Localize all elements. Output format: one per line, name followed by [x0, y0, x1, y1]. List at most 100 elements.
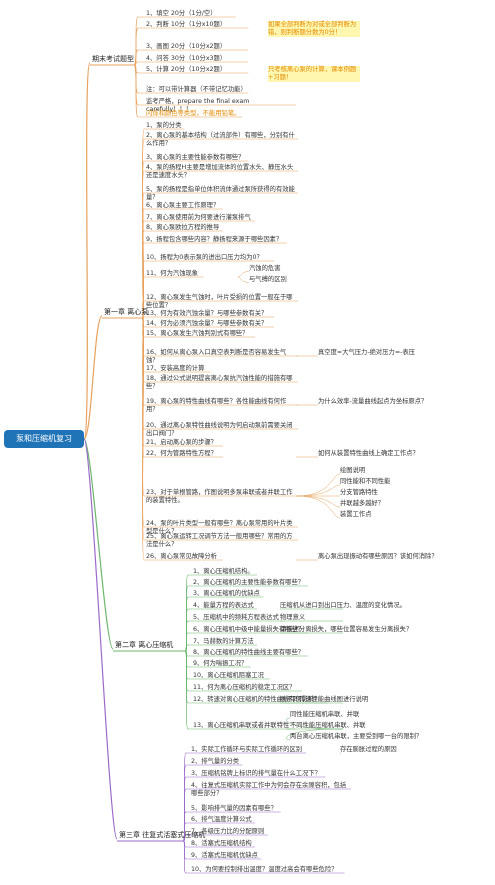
branch-2-item-23-sub-5[interactable]: 装置工作点: [340, 511, 372, 518]
branch-1-item-5-note[interactable]: 只考核离心泵的计算，课本例题+习题！: [268, 66, 360, 82]
branch-2-item-11-sub-2[interactable]: 与气缚的区别: [249, 275, 287, 283]
branch-4-item-5[interactable]: 5、影响排气量的因素有哪些？: [191, 805, 277, 812]
branch-2-item-9[interactable]: 9、扬程包含哪些内容？静扬程来源于哪些因素？: [146, 236, 283, 243]
connector-line: [83, 315, 103, 440]
branch-exam-format[interactable]: 期末考试题型: [92, 55, 134, 63]
branch-1-item-6[interactable]: 注：可以带计算器（不带记忆功能）: [146, 86, 247, 93]
branch-1-item-5[interactable]: 5、计算 20分（10分x2题）: [146, 66, 227, 73]
branch-2-item-5[interactable]: 5、泵的扬程是指单位体积流体通过泵所获得的有效能量？: [146, 186, 295, 201]
branch-2-item-14[interactable]: 14、何为必须汽蚀余量？与哪些参数有关？: [146, 320, 268, 327]
branch-3-item-10[interactable]: 10、离心压缩机阻塞工况: [193, 672, 264, 679]
branch-2-item-23-sub-2[interactable]: 同性能和不同性能: [340, 478, 391, 485]
branch-1-item-2-note[interactable]: 如果全部判断为对或全部判断为错，则判断题分数为0分！: [268, 21, 360, 37]
connector-line: [182, 822, 187, 842]
branch-2-item-8[interactable]: 8、离心泵欧拉方程的推导: [146, 224, 220, 231]
branch-3-item-12[interactable]: 12、转速对离心压缩机的特性曲线有何影响？: [193, 696, 321, 703]
connector-line: [295, 484, 341, 497]
branch-2-item-23-sub-1[interactable]: 绘图说明: [340, 467, 366, 474]
connector-line: [237, 271, 250, 278]
connector-line: [182, 840, 187, 874]
branch-1-item-2[interactable]: 2、判断 10分（1分x10题）: [146, 21, 227, 28]
branch-3-item-12-detail[interactable]: 画不同转速性能曲线图进行说明: [280, 696, 369, 703]
branch-2-item-12[interactable]: 12、离心泵发生气蚀时，叶片受损的位置一般在于哪些位置？: [146, 294, 293, 309]
branch-3-item-6[interactable]: 6、离心压缩机中级中能量损失有哪些？: [193, 626, 305, 633]
connector-line: [133, 27, 139, 66]
branch-3-item-3[interactable]: 3、离心压缩机的优缺点: [193, 590, 260, 597]
branch-2-item-23[interactable]: 23、对于单根管路，作图说明多泵串联或者并联工作的装置特性。: [146, 489, 293, 504]
branch-4-item-7[interactable]: 7、各级压力比的分配原则: [191, 828, 265, 835]
branch-2-item-24[interactable]: 24、泵的叶片类型一般有哪些？离心泵常用的叶片类型是什么？: [146, 520, 293, 535]
branch-1-item-8[interactable]: 闪烁和颜色等类型，不能用铅笔。: [146, 110, 241, 117]
branch-4-item-1-detail[interactable]: 存在膨胀过程的原因: [340, 746, 397, 753]
branch-2-item-4[interactable]: 4、泵的扬程H主要是增加流体的位置水头、静压水头还是速度水头？: [146, 164, 294, 179]
branch-3-item-13[interactable]: 13、离心压缩机串联或者并联特性: [193, 722, 290, 729]
branch-ch2-centrifugal-compressor[interactable]: 第二章 离心压缩机: [115, 641, 174, 649]
branch-4-item-1[interactable]: 1、实际工作循环与实际工作循环的区别: [191, 746, 303, 753]
branch-2-item-17[interactable]: 17、安装高度的计算: [146, 365, 205, 372]
branch-1-item-3[interactable]: 3、画图 20分（10分x2题）: [146, 43, 227, 50]
branch-2-item-10[interactable]: 10、扬程为0表示泵的进出口压力均为0？: [146, 254, 263, 261]
branch-2-item-18[interactable]: 18、通过公式说明提高离心泵抗汽蚀性能的措施有哪些？: [146, 375, 293, 390]
branch-3-item-1[interactable]: 1、离心压缩机结构。: [193, 568, 254, 575]
branch-2-item-22[interactable]: 22、何为管路特性方程？: [146, 450, 217, 457]
branch-4-item-2[interactable]: 2、排气量的分类: [191, 758, 240, 765]
connector-line: [286, 728, 344, 741]
branch-2-item-11-sub-1[interactable]: 汽蚀的危害: [249, 264, 281, 272]
branch-2-item-16[interactable]: 16、如何从离心泵入口真空表判断是否容易发生气蚀？: [146, 349, 287, 364]
connector-line: [83, 438, 118, 840]
connector-line: [83, 438, 114, 650]
branch-4-item-10[interactable]: 10、为何要控制排出温度？温度过高会有哪些危险？: [191, 866, 338, 873]
branch-2-item-23-sub-4[interactable]: 并联越多越好？: [340, 500, 385, 507]
branch-3-item-6-detail[interactable]: 请描述分离损失，哪些位置容易发生分离损失？: [280, 626, 413, 633]
connector-line: [286, 717, 344, 730]
branch-2-item-19-detail[interactable]: 为什么效率-流量曲线起点为坐标原点？: [318, 398, 428, 405]
branch-ch3-reciprocating-compressor[interactable]: 第三章 往复式活塞式压缩机: [119, 831, 206, 839]
branch-2-item-25[interactable]: 25、离心泵运转工况调节方法一般用哪些？常用的方法是什么？: [146, 533, 293, 548]
branch-3-item-8[interactable]: 8、离心压缩机的特性曲线主要有哪些？: [193, 649, 305, 656]
branch-4-item-4[interactable]: 4、往复式压缩机实际工作中为何会存在余隙容积，包括哪些部分？: [191, 782, 347, 797]
branch-1-item-7[interactable]: 监考严格，prepare the final exam carefully！！！: [146, 98, 250, 113]
connector-line: [83, 62, 91, 440]
branch-3-item-4-detail[interactable]: 压缩机从进口到出口压力、温度的变化情况。: [280, 602, 406, 609]
branch-2-item-26[interactable]: 26、离心泵常见故障分析: [146, 553, 217, 560]
branch-3-item-13-sub-1[interactable]: 同性能压缩机串联、并联: [290, 711, 360, 718]
branch-2-item-20[interactable]: 20、通过离心泵特性曲线说明为何启动泵前需要关闭出口阀门？: [146, 422, 293, 437]
connector-line: [133, 64, 139, 118]
branch-2-item-11[interactable]: 11、何为汽蚀现象: [146, 270, 199, 277]
connector-line: [237, 276, 250, 283]
branch-3-item-4[interactable]: 4、能量方程的表达式: [193, 602, 254, 609]
branch-2-item-22-detail[interactable]: 如何从装置特性曲线上确定工作点？: [318, 450, 419, 457]
connector-line: [184, 632, 189, 652]
connector-line: [295, 473, 341, 497]
branch-3-item-7[interactable]: 7、马赫数的计算方法: [193, 638, 254, 645]
branch-2-item-1[interactable]: 1、泵的分类: [146, 122, 182, 129]
branch-3-item-5[interactable]: 5、压缩机中的频耗方程表达式: [193, 614, 279, 621]
branch-3-item-2[interactable]: 2、离心压缩机的主要性能参数有哪些？: [193, 579, 305, 586]
branch-4-item-6[interactable]: 6、排气温度计算公式: [191, 816, 252, 823]
branch-1-item-1[interactable]: 1、填空 20分（1分/空）: [146, 10, 217, 17]
branch-3-item-5-detail[interactable]: 物理意义: [280, 614, 306, 621]
branch-2-item-15[interactable]: 15、离心泵发生汽蚀判别式有哪些？: [146, 330, 249, 337]
branch-2-item-19[interactable]: 19、离心泵的特性曲线有哪些？各性能曲线有何作用？: [146, 398, 287, 413]
branch-3-item-9[interactable]: 9、何为喘振工况？: [193, 660, 248, 667]
branch-2-item-3[interactable]: 3、离心泵的主要性能参数有哪些？: [146, 154, 245, 161]
branch-2-item-26-detail[interactable]: 离心泵出现振动有哪些原因？该如何消除？: [318, 553, 438, 560]
branch-2-item-2[interactable]: 2、离心泵的基本结构（过流部件）有哪些，分别有什么作用？: [146, 132, 295, 147]
branch-2-item-13[interactable]: 13、何为有效汽蚀余量？与哪些参数有关？: [146, 310, 268, 317]
branch-2-item-7[interactable]: 7、离心泵使用前为何要进行灌泵排气: [146, 214, 251, 221]
root-node[interactable]: 泵和压缩机复习: [4, 430, 84, 448]
branch-2-item-6[interactable]: 6、离心泵主要工作原理？: [146, 202, 220, 209]
branch-2-item-21[interactable]: 21、启动离心泵的步骤？: [146, 439, 217, 446]
branch-ch1-centrifugal-pump[interactable]: 第一章 离心泵: [104, 308, 149, 316]
connector-line: [295, 495, 341, 519]
branch-3-item-11[interactable]: 11、何为离心压缩机的稳定工况区？: [193, 684, 296, 691]
branch-4-item-3[interactable]: 3、压缩机铭牌上标识的排气量在什么工况下？: [191, 770, 321, 777]
branch-2-item-16-detail[interactable]: 真空度=大气压力-绝对压力=-表压: [318, 349, 415, 356]
branch-2-item-23-sub-3[interactable]: 分支管路特性: [340, 489, 378, 496]
branch-1-item-4[interactable]: 4、问答 30分（10分x3题）: [146, 55, 227, 62]
branch-4-item-9[interactable]: 9、活塞式压缩机优缺点: [191, 852, 258, 859]
branch-4-item-8[interactable]: 8、活塞式压缩机结构: [191, 840, 252, 847]
branch-3-item-13-sub-2[interactable]: 不同性能压缩机串联、并联: [290, 722, 366, 729]
branch-3-item-13-sub-3[interactable]: 两台离心压缩机串联，主要受到哪一台的限制？: [290, 733, 423, 740]
